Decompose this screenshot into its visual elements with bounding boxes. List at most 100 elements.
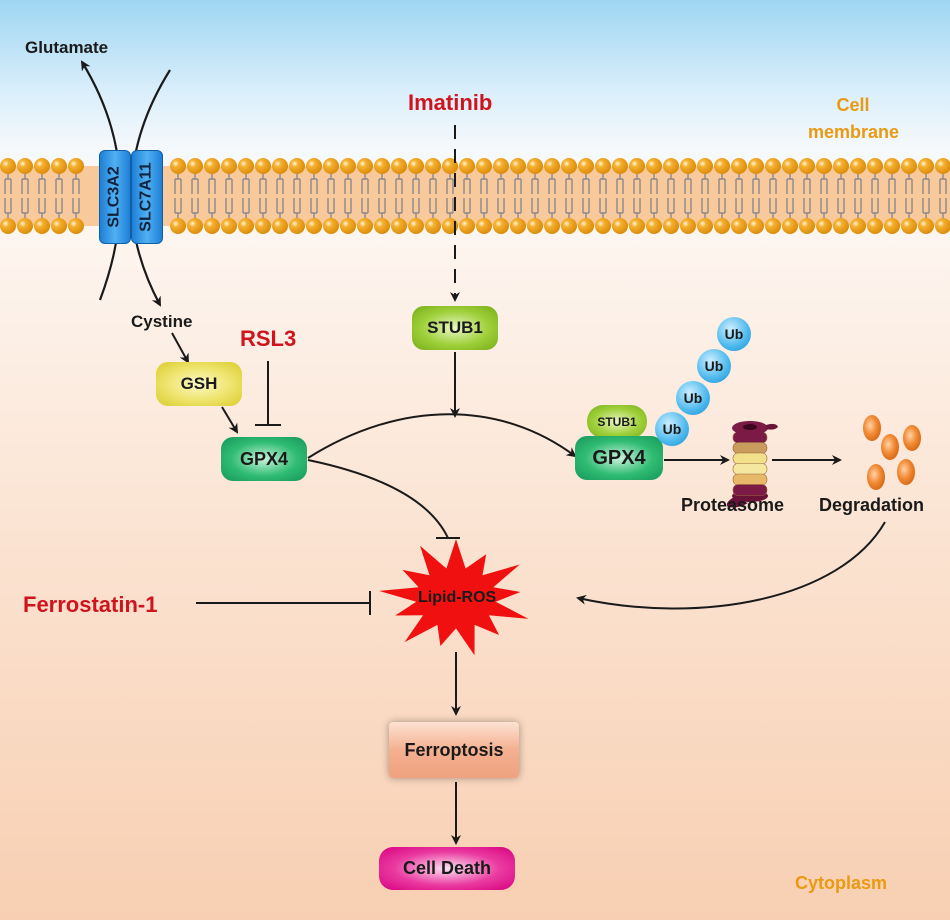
lipid-head bbox=[306, 158, 322, 174]
lipid-head bbox=[187, 158, 203, 174]
proteasome-ring bbox=[732, 442, 768, 454]
gpx4-complex-node: GPX4 bbox=[575, 436, 663, 480]
lipid-head bbox=[204, 158, 220, 174]
lipid-ros-starburst bbox=[379, 539, 529, 656]
lipid-tail bbox=[752, 174, 760, 194]
lipid-tail bbox=[939, 174, 947, 194]
lipid-head bbox=[680, 158, 696, 174]
gsh-node: GSH bbox=[156, 362, 242, 406]
lipid-tail bbox=[548, 198, 556, 218]
lipid-head bbox=[323, 218, 339, 234]
lipid-head bbox=[170, 218, 186, 234]
lipid-head bbox=[748, 218, 764, 234]
lipid-head bbox=[340, 158, 356, 174]
lipid-tail bbox=[72, 174, 80, 194]
lipid-tail bbox=[310, 198, 318, 218]
lipid-head bbox=[748, 158, 764, 174]
lipid-tail bbox=[803, 174, 811, 194]
lipid-ros-label: Lipid-ROS bbox=[418, 589, 497, 606]
lipid-head bbox=[697, 158, 713, 174]
lipid-tail bbox=[752, 198, 760, 218]
lipid-tail bbox=[837, 198, 845, 218]
glutamate-label: Glutamate bbox=[25, 38, 109, 57]
lipid-tail bbox=[480, 174, 488, 194]
lipid-tail bbox=[38, 198, 46, 218]
lipid-tail bbox=[208, 174, 216, 194]
lipid-head bbox=[867, 158, 883, 174]
lipid-tail bbox=[463, 174, 471, 194]
lipid-tail bbox=[293, 174, 301, 194]
lipid-tail bbox=[905, 198, 913, 218]
lipid-head bbox=[935, 218, 950, 234]
lipid-tails bbox=[4, 174, 947, 218]
lipid-head bbox=[799, 218, 815, 234]
lipid-head bbox=[799, 158, 815, 174]
ferroptosis-node: Ferroptosis bbox=[389, 722, 519, 778]
degradation-fragments bbox=[863, 415, 921, 490]
lipid-head bbox=[374, 218, 390, 234]
lipid-tail bbox=[514, 174, 522, 194]
lipid-tail bbox=[259, 198, 267, 218]
lipid-head bbox=[595, 158, 611, 174]
lipid-head bbox=[561, 158, 577, 174]
lipid-tail bbox=[174, 198, 182, 218]
lipid-tail bbox=[293, 198, 301, 218]
lipid-head bbox=[204, 218, 220, 234]
gsh-to-gpx4-arrow bbox=[221, 406, 239, 434]
lipid-head bbox=[527, 158, 543, 174]
lipid-head bbox=[765, 158, 781, 174]
lipid-head bbox=[459, 218, 475, 234]
lipid-head bbox=[17, 218, 33, 234]
lipid-tail bbox=[735, 174, 743, 194]
lipid-head bbox=[561, 218, 577, 234]
lipid-head bbox=[782, 218, 798, 234]
lipid-head bbox=[323, 158, 339, 174]
lipid-head bbox=[238, 218, 254, 234]
lipid-head bbox=[68, 218, 84, 234]
lipid-tail bbox=[361, 174, 369, 194]
lipid-tail bbox=[599, 198, 607, 218]
lipid-tail bbox=[497, 174, 505, 194]
proteasome-ring bbox=[732, 452, 768, 465]
ubiquitin-3: Ub bbox=[697, 349, 731, 383]
lipid-head bbox=[374, 158, 390, 174]
lipid-head bbox=[884, 158, 900, 174]
lipid-tail bbox=[718, 174, 726, 194]
proteasome-ring bbox=[732, 473, 768, 486]
lipid-tail bbox=[888, 174, 896, 194]
lipid-head bbox=[238, 158, 254, 174]
lipid-head bbox=[833, 218, 849, 234]
slc7a11-label: SLC7A11 bbox=[138, 162, 155, 232]
lipid-tail bbox=[310, 174, 318, 194]
lipid-head bbox=[612, 218, 628, 234]
lipid-tail bbox=[786, 198, 794, 218]
lipid-head bbox=[476, 218, 492, 234]
lipid-head bbox=[476, 158, 492, 174]
lipid-head bbox=[731, 158, 747, 174]
lipid-tail bbox=[684, 198, 692, 218]
lipid-head bbox=[629, 218, 645, 234]
lipid-tail bbox=[412, 198, 420, 218]
stub1-complex-node: STUB1 bbox=[587, 405, 647, 438]
lipid-tail bbox=[276, 174, 284, 194]
lipid-head bbox=[51, 218, 67, 234]
lipid-tail bbox=[616, 198, 624, 218]
lipid-head bbox=[544, 158, 560, 174]
slc3a2-transporter: SLC3A2 bbox=[99, 150, 131, 244]
cystine-label: Cystine bbox=[131, 312, 193, 331]
lipid-head bbox=[255, 218, 271, 234]
lipid-tail bbox=[854, 198, 862, 218]
lipid-tail bbox=[174, 174, 182, 194]
lipid-head bbox=[357, 158, 373, 174]
lipid-tail bbox=[191, 198, 199, 218]
lipid-tail bbox=[225, 198, 233, 218]
lipid-tail bbox=[871, 174, 879, 194]
lipid-head bbox=[408, 158, 424, 174]
lipid-head bbox=[816, 158, 832, 174]
ubiquitin-1: Ub bbox=[655, 412, 689, 446]
lipid-head bbox=[272, 218, 288, 234]
lipid-tail bbox=[888, 198, 896, 218]
lipid-head bbox=[646, 158, 662, 174]
lipid-tail bbox=[429, 198, 437, 218]
lipid-head bbox=[833, 158, 849, 174]
